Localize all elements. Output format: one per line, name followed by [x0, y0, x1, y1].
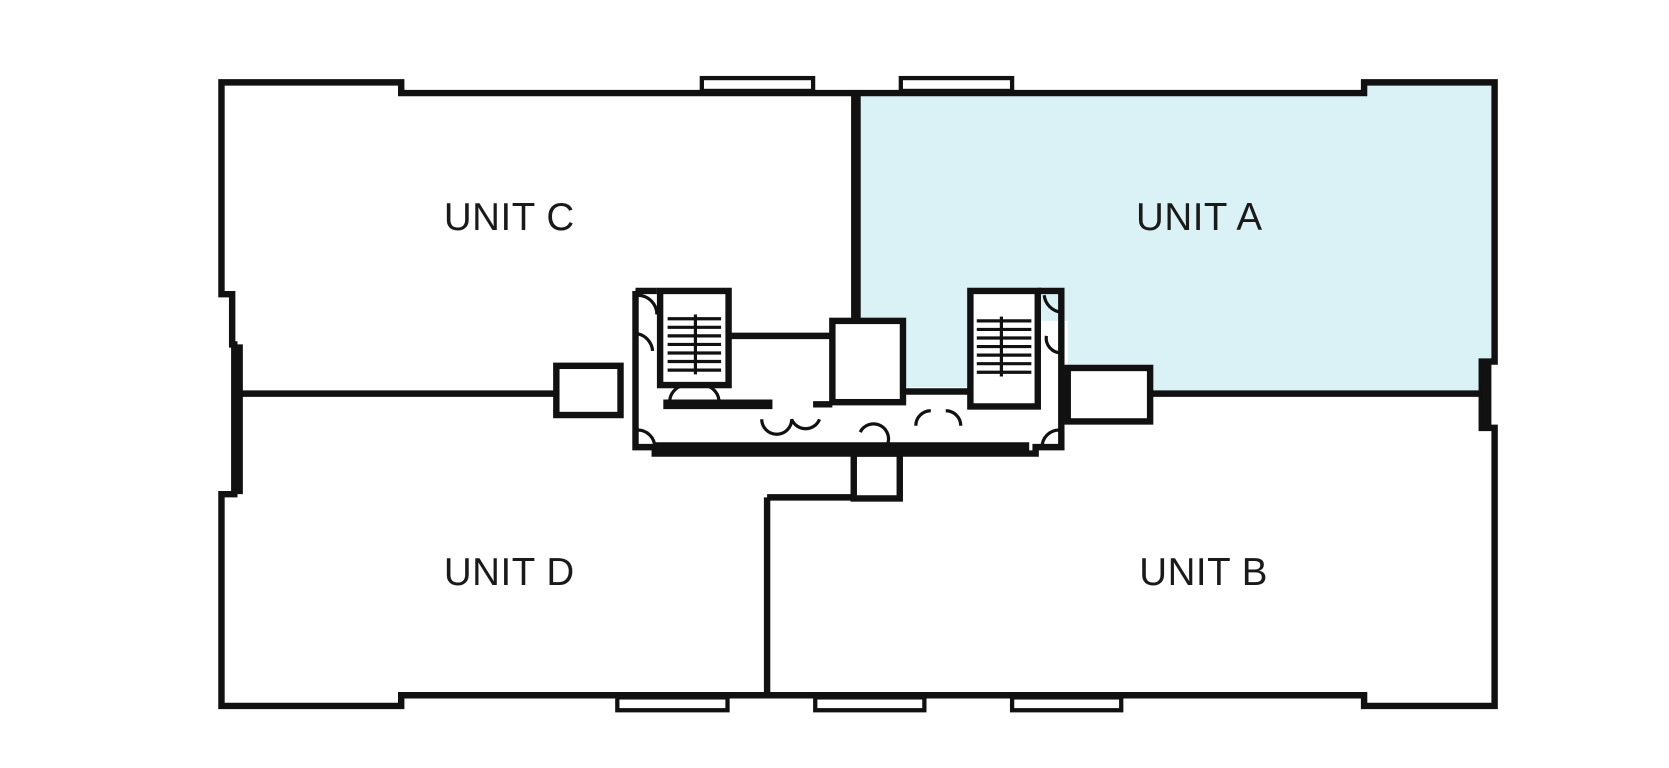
shaft-bottom	[850, 450, 903, 502]
window	[699, 75, 816, 94]
building-core	[553, 287, 1154, 502]
shaft-left	[553, 362, 624, 419]
unit-a-label: UNIT A	[1136, 196, 1263, 239]
window	[813, 695, 927, 713]
unit-c-label: UNIT C	[444, 196, 575, 239]
stair-right	[967, 287, 1041, 410]
shaft-right	[1064, 364, 1154, 425]
stair-treads	[667, 314, 1032, 377]
unit-d-label: UNIT D	[444, 551, 575, 594]
window	[615, 695, 730, 713]
windows	[615, 75, 1124, 713]
door-swings	[637, 293, 1062, 448]
unit-b-label: UNIT B	[1139, 551, 1268, 594]
window	[898, 75, 1015, 94]
elevator-core	[829, 317, 907, 406]
window	[1009, 695, 1124, 713]
outer-wall	[218, 79, 1498, 710]
interior-walls	[236, 93, 1492, 696]
unit-a-area[interactable]	[860, 82, 1495, 394]
